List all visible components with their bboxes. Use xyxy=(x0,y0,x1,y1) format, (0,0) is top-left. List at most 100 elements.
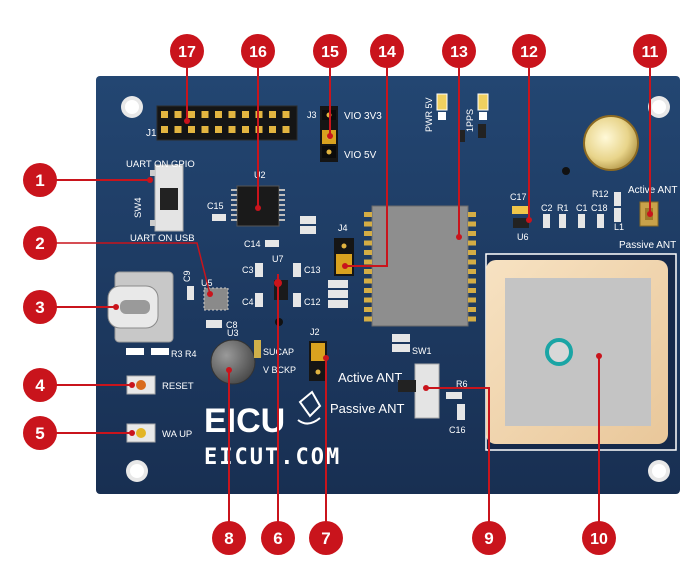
coin-cell-pad xyxy=(562,115,639,175)
module-pad xyxy=(364,259,372,265)
silk-c13: C13 xyxy=(304,265,321,275)
header-pin xyxy=(242,126,249,133)
cap-c15 xyxy=(212,214,226,221)
callout-1-label: 1 xyxy=(35,171,44,190)
silk-vio-5v: VIO 5V xyxy=(344,150,377,161)
silk-r3r4: R3 R4 xyxy=(171,349,197,359)
silk-sw1: SW1 xyxy=(412,346,432,356)
module-pad xyxy=(364,240,372,246)
header-pin xyxy=(269,126,276,133)
callout-3-label: 3 xyxy=(35,298,44,317)
silk-r1: R1 xyxy=(557,203,569,213)
chip-pin xyxy=(231,204,237,206)
header-pin xyxy=(215,126,222,133)
silk-v-bckp: V BCKP xyxy=(263,365,296,375)
silk-1pps: 1PPS xyxy=(465,109,475,132)
chip-pin xyxy=(279,199,285,201)
patch-antenna xyxy=(485,253,677,451)
module-pad xyxy=(364,297,372,303)
chip-pin xyxy=(279,204,285,206)
header-pin xyxy=(282,111,290,118)
header-pin xyxy=(188,126,195,133)
silk-r12: R12 xyxy=(592,189,609,199)
mounting-hole-top-left xyxy=(121,96,143,118)
module-pad xyxy=(468,278,476,284)
silk-c15: C15 xyxy=(207,201,224,211)
module-pad xyxy=(468,288,476,293)
j1-pin-header xyxy=(156,105,298,141)
module-pad xyxy=(468,212,476,217)
callout-9: 9 xyxy=(472,521,506,555)
chip-pin xyxy=(279,214,285,216)
callout-10-label: 10 xyxy=(590,531,608,548)
silk-c17: C17 xyxy=(510,192,527,202)
module-pad xyxy=(468,240,476,246)
silk-c16: C16 xyxy=(449,425,466,435)
callout-9-label: 9 xyxy=(484,529,493,548)
j4-jumper xyxy=(334,238,354,276)
chip-pin xyxy=(231,209,237,211)
small-component xyxy=(151,348,169,355)
cap-c3 xyxy=(255,263,263,277)
callout-8: 8 xyxy=(212,521,246,555)
callout-16-label: 16 xyxy=(249,44,267,61)
silk-sw4: SW4 xyxy=(133,197,144,218)
cap-c13 xyxy=(293,263,301,277)
header-pin xyxy=(215,111,222,118)
silk-j1: J1 xyxy=(146,128,157,139)
silk-u6: U6 xyxy=(517,232,529,242)
silk-r6: R6 xyxy=(456,379,468,389)
small-component xyxy=(578,214,585,228)
callout-5-label: 5 xyxy=(35,424,44,443)
small-component xyxy=(478,124,486,138)
chip-pin xyxy=(231,189,237,191)
module-pad xyxy=(364,231,372,236)
silk-c8: C8 xyxy=(226,320,238,330)
module-pad xyxy=(468,316,476,322)
cap-c14 xyxy=(265,240,279,247)
module-pad xyxy=(364,212,372,217)
small-component xyxy=(446,392,462,399)
header-pin xyxy=(161,126,168,133)
chip-pin xyxy=(231,214,237,216)
silk-u7: U7 xyxy=(272,254,284,264)
module-pad xyxy=(364,278,372,284)
module-pad xyxy=(468,307,476,312)
callout-leaders xyxy=(56,68,653,523)
small-component xyxy=(559,214,566,228)
small-component xyxy=(300,216,316,224)
silk-c1: C1 xyxy=(576,203,588,213)
callout-11: 11 xyxy=(633,34,667,68)
mounting-hole-bottom-left xyxy=(126,460,148,482)
silk-uart-on-usb: UART ON USB xyxy=(130,233,195,244)
callout-4-label: 4 xyxy=(35,376,45,395)
silk-vio-3v3: VIO 3V3 xyxy=(344,111,382,122)
module-pad xyxy=(468,250,476,255)
module-pad xyxy=(364,316,372,322)
small-component xyxy=(458,130,465,142)
header-pin xyxy=(282,126,290,133)
header-pin xyxy=(174,111,182,118)
callout-12-label: 12 xyxy=(520,44,538,61)
led-pwr xyxy=(436,93,448,120)
module-pad xyxy=(468,259,476,265)
silk-c9: C9 xyxy=(182,270,192,282)
module-pad xyxy=(364,221,372,227)
mounting-hole-bottom-right xyxy=(648,460,670,482)
callout-7-label: 7 xyxy=(321,529,330,548)
small-component xyxy=(126,348,144,355)
callout-2: 2 xyxy=(23,226,57,260)
header-pin xyxy=(161,111,168,118)
chip-pin xyxy=(279,189,285,191)
chip-pin xyxy=(279,194,285,196)
callout-13-label: 13 xyxy=(450,44,468,61)
module-pad xyxy=(468,297,476,303)
silk-pwr-5v: PWR 5V xyxy=(424,97,434,132)
callout-3: 3 xyxy=(23,290,57,324)
small-component xyxy=(543,214,550,228)
small-component xyxy=(597,214,604,228)
callout-1: 1 xyxy=(23,163,57,197)
module-pad xyxy=(364,250,372,255)
brand-logo-text: EICU xyxy=(204,402,285,440)
